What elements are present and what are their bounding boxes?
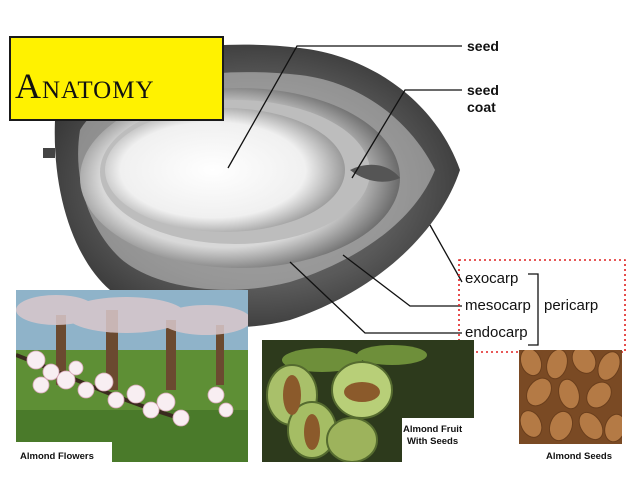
label-seed-coat-line1: seed [467,82,499,98]
label-endocarp: endocarp [465,324,528,341]
caption-almond-flowers: Almond Flowers [20,451,94,462]
label-exocarp: exocarp [465,270,518,287]
label-pericarp: pericarp [544,297,598,314]
label-mesocarp: mesocarp [465,297,531,314]
caption-almond-seeds: Almond Seeds [546,451,612,462]
caption-almond-fruit-line1: Almond Fruit [403,424,462,435]
label-seed: seed [467,38,499,54]
slide-title: Anatomy [15,66,155,106]
almond-seeds-photo [519,350,622,462]
caption-almond-fruit-line2: With Seeds [407,436,458,447]
label-seed-coat-line2: coat [467,99,496,115]
almond-flowers-photo [16,290,248,462]
